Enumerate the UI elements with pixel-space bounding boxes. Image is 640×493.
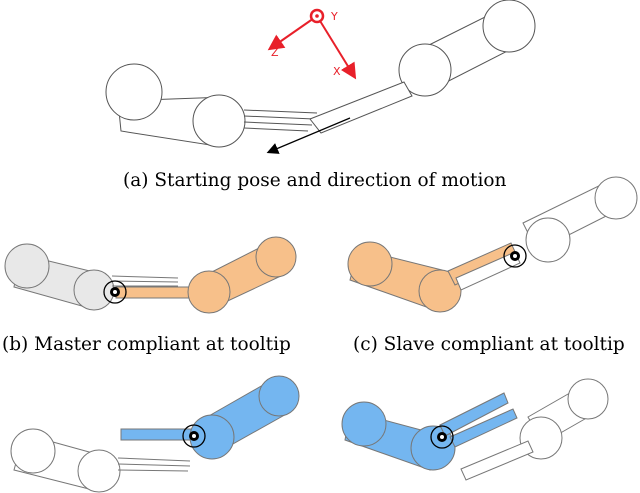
master-elbow-joint-d [77, 449, 121, 493]
master-base-joint [105, 63, 163, 121]
slave-base-joint-b [255, 236, 297, 278]
third-base-joint-e [341, 401, 387, 447]
caption-b: (b) Master compliant at tooltip [2, 334, 291, 355]
slave-base-joint [482, 0, 536, 53]
master-base-joint-d [10, 428, 56, 474]
coordinate-frame: Y Z X [267, 8, 357, 80]
x-axis-arrow [316, 15, 357, 80]
slave-tool-b [115, 286, 191, 299]
compliance-indicator-e [430, 425, 454, 449]
slave-elbow-joint [398, 43, 452, 97]
x-axis-label: X [333, 65, 341, 78]
motion-direction-arrow [266, 117, 351, 154]
z-axis-arrow [267, 15, 318, 51]
panel-b [4, 236, 297, 314]
z-axis-label: Z [271, 46, 279, 59]
master-elbow-joint-c [525, 217, 571, 263]
master-base-joint-e [567, 378, 609, 420]
master-elbow-joint [192, 94, 246, 148]
slave-elbow-joint-b [187, 270, 231, 314]
slave-base-joint-c [347, 241, 393, 287]
panel-d [10, 375, 300, 493]
caption-a: (a) Starting pose and direction of motio… [123, 170, 507, 191]
master-base-joint-b [4, 243, 50, 289]
master-base-joint-c [594, 176, 638, 220]
slave-arm-outline [309, 0, 536, 134]
slave-elbow-joint-c [418, 269, 462, 313]
compliance-indicator-b [103, 280, 127, 304]
panel-e [341, 378, 609, 481]
caption-c: (c) Slave compliant at tooltip [353, 334, 625, 355]
master-elbow-joint-b [73, 269, 115, 311]
master-arm-outline [105, 63, 318, 148]
compliance-indicator-d [182, 424, 206, 448]
compliance-indicator-c [503, 244, 527, 268]
panel-c [347, 176, 638, 313]
third-base-joint-d [258, 375, 300, 417]
y-axis-label: Y [330, 10, 338, 23]
panel-a: Y Z X [105, 0, 536, 154]
